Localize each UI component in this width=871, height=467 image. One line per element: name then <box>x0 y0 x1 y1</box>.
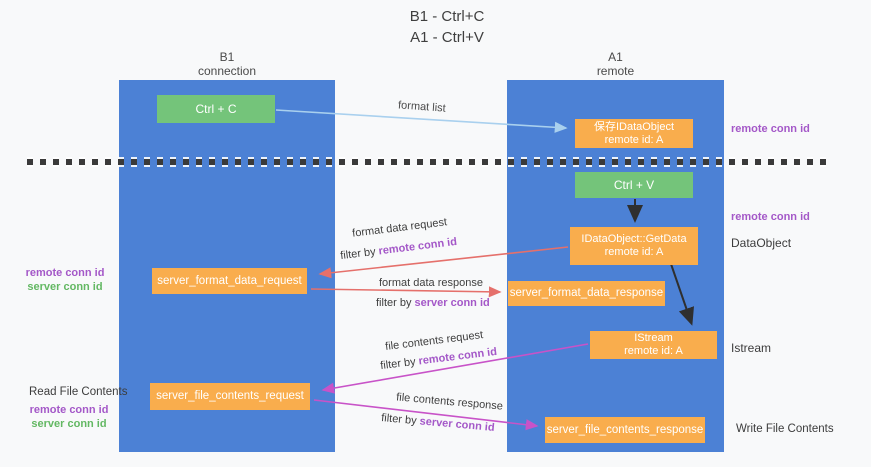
title-line-2: A1 - Ctrl+V <box>410 29 484 46</box>
server-format-data-response-label: server_format_data_response <box>509 287 664 299</box>
column-b1-name: B1 <box>219 50 235 64</box>
column-a1-subtitle: remote <box>596 64 635 78</box>
istream-line1: IStream <box>634 332 673 344</box>
getdata-line2: remote id: A <box>604 246 664 258</box>
server-format-data-request-box: server_format_data_request <box>152 268 307 294</box>
ctrl-c-box: Ctrl + C <box>157 95 275 123</box>
save-idataobject-box: 保存IDataObject remote id: A <box>575 119 693 148</box>
server-format-data-request-label: server_format_data_request <box>157 274 302 287</box>
getdata-line1: IDataObject::GetData <box>581 233 687 245</box>
ctrl-v-label: Ctrl + V <box>613 177 655 192</box>
diagram-title: B1 - Ctrl+C A1 - Ctrl+V <box>347 6 547 48</box>
column-header-b1-connection: B1 connection <box>119 50 335 78</box>
file-request-filter-prefix: filter by <box>379 355 417 373</box>
file-contents-response-label: file contents response <box>395 391 504 413</box>
save-idataobject-line2: remote id: A <box>604 133 664 146</box>
server-format-data-response-box: server_format_data_response <box>508 281 665 306</box>
format-response-filter-prefix: filter by <box>376 297 412 309</box>
left-format-conn-ids: remote conn id server conn id <box>21 266 109 294</box>
right-remote-conn-id-top: remote conn id <box>731 123 810 135</box>
file-response-filter-value: server conn id <box>419 415 496 434</box>
ctrl-c-label: Ctrl + C <box>195 101 237 116</box>
format-request-filter-prefix: filter by <box>339 245 377 263</box>
istream-box: IStream remote id: A <box>590 331 717 359</box>
column-b1-subtitle: connection <box>197 64 257 78</box>
left-file-server-conn-id: server conn id <box>31 418 107 430</box>
format-data-request-label: format data request <box>351 216 448 240</box>
save-idataobject-line1: 保存IDataObject <box>593 120 675 133</box>
left-file-conn-ids: remote conn id server conn id <box>25 403 113 431</box>
left-file-remote-conn-id: remote conn id <box>29 404 109 416</box>
format-data-response-label: format data response <box>379 277 483 289</box>
right-remote-conn-id-mid: remote conn id <box>731 211 810 223</box>
file-response-filter-prefix: filter by <box>380 412 418 428</box>
server-file-contents-response-label: server_file_contents_response <box>546 423 704 436</box>
format-list-label: format list <box>397 99 447 115</box>
title-line-1: B1 - Ctrl+C <box>409 8 485 25</box>
ctrl-v-box: Ctrl + V <box>575 172 693 198</box>
file-response-filter-label: filter by server conn id <box>381 412 495 435</box>
format-response-filter-label: filter by server conn id <box>376 297 490 310</box>
istream-line2: remote id: A <box>624 345 683 357</box>
format-request-filter-value: remote conn id <box>377 235 458 258</box>
left-format-server-conn-id: server conn id <box>27 281 103 293</box>
server-file-contents-request-box: server_file_contents_request <box>150 383 310 410</box>
file-request-filter-value: remote conn id <box>417 345 498 368</box>
write-file-contents-label: Write File Contents <box>736 423 834 435</box>
column-a1-name: A1 <box>608 50 623 64</box>
idataobject-getdata-box: IDataObject::GetData remote id: A <box>570 227 698 265</box>
istream-side-label: Istream <box>731 341 772 355</box>
format-response-filter-value: server conn id <box>414 297 490 309</box>
server-file-contents-request-label: server_file_contents_request <box>156 390 304 402</box>
left-format-remote-conn-id: remote conn id <box>25 267 105 279</box>
server-file-contents-response-box: server_file_contents_response <box>545 417 705 443</box>
column-header-a1-remote: A1 remote <box>507 50 724 78</box>
read-file-contents-label: Read File Contents <box>29 386 128 398</box>
dataobject-label: DataObject <box>731 236 792 250</box>
